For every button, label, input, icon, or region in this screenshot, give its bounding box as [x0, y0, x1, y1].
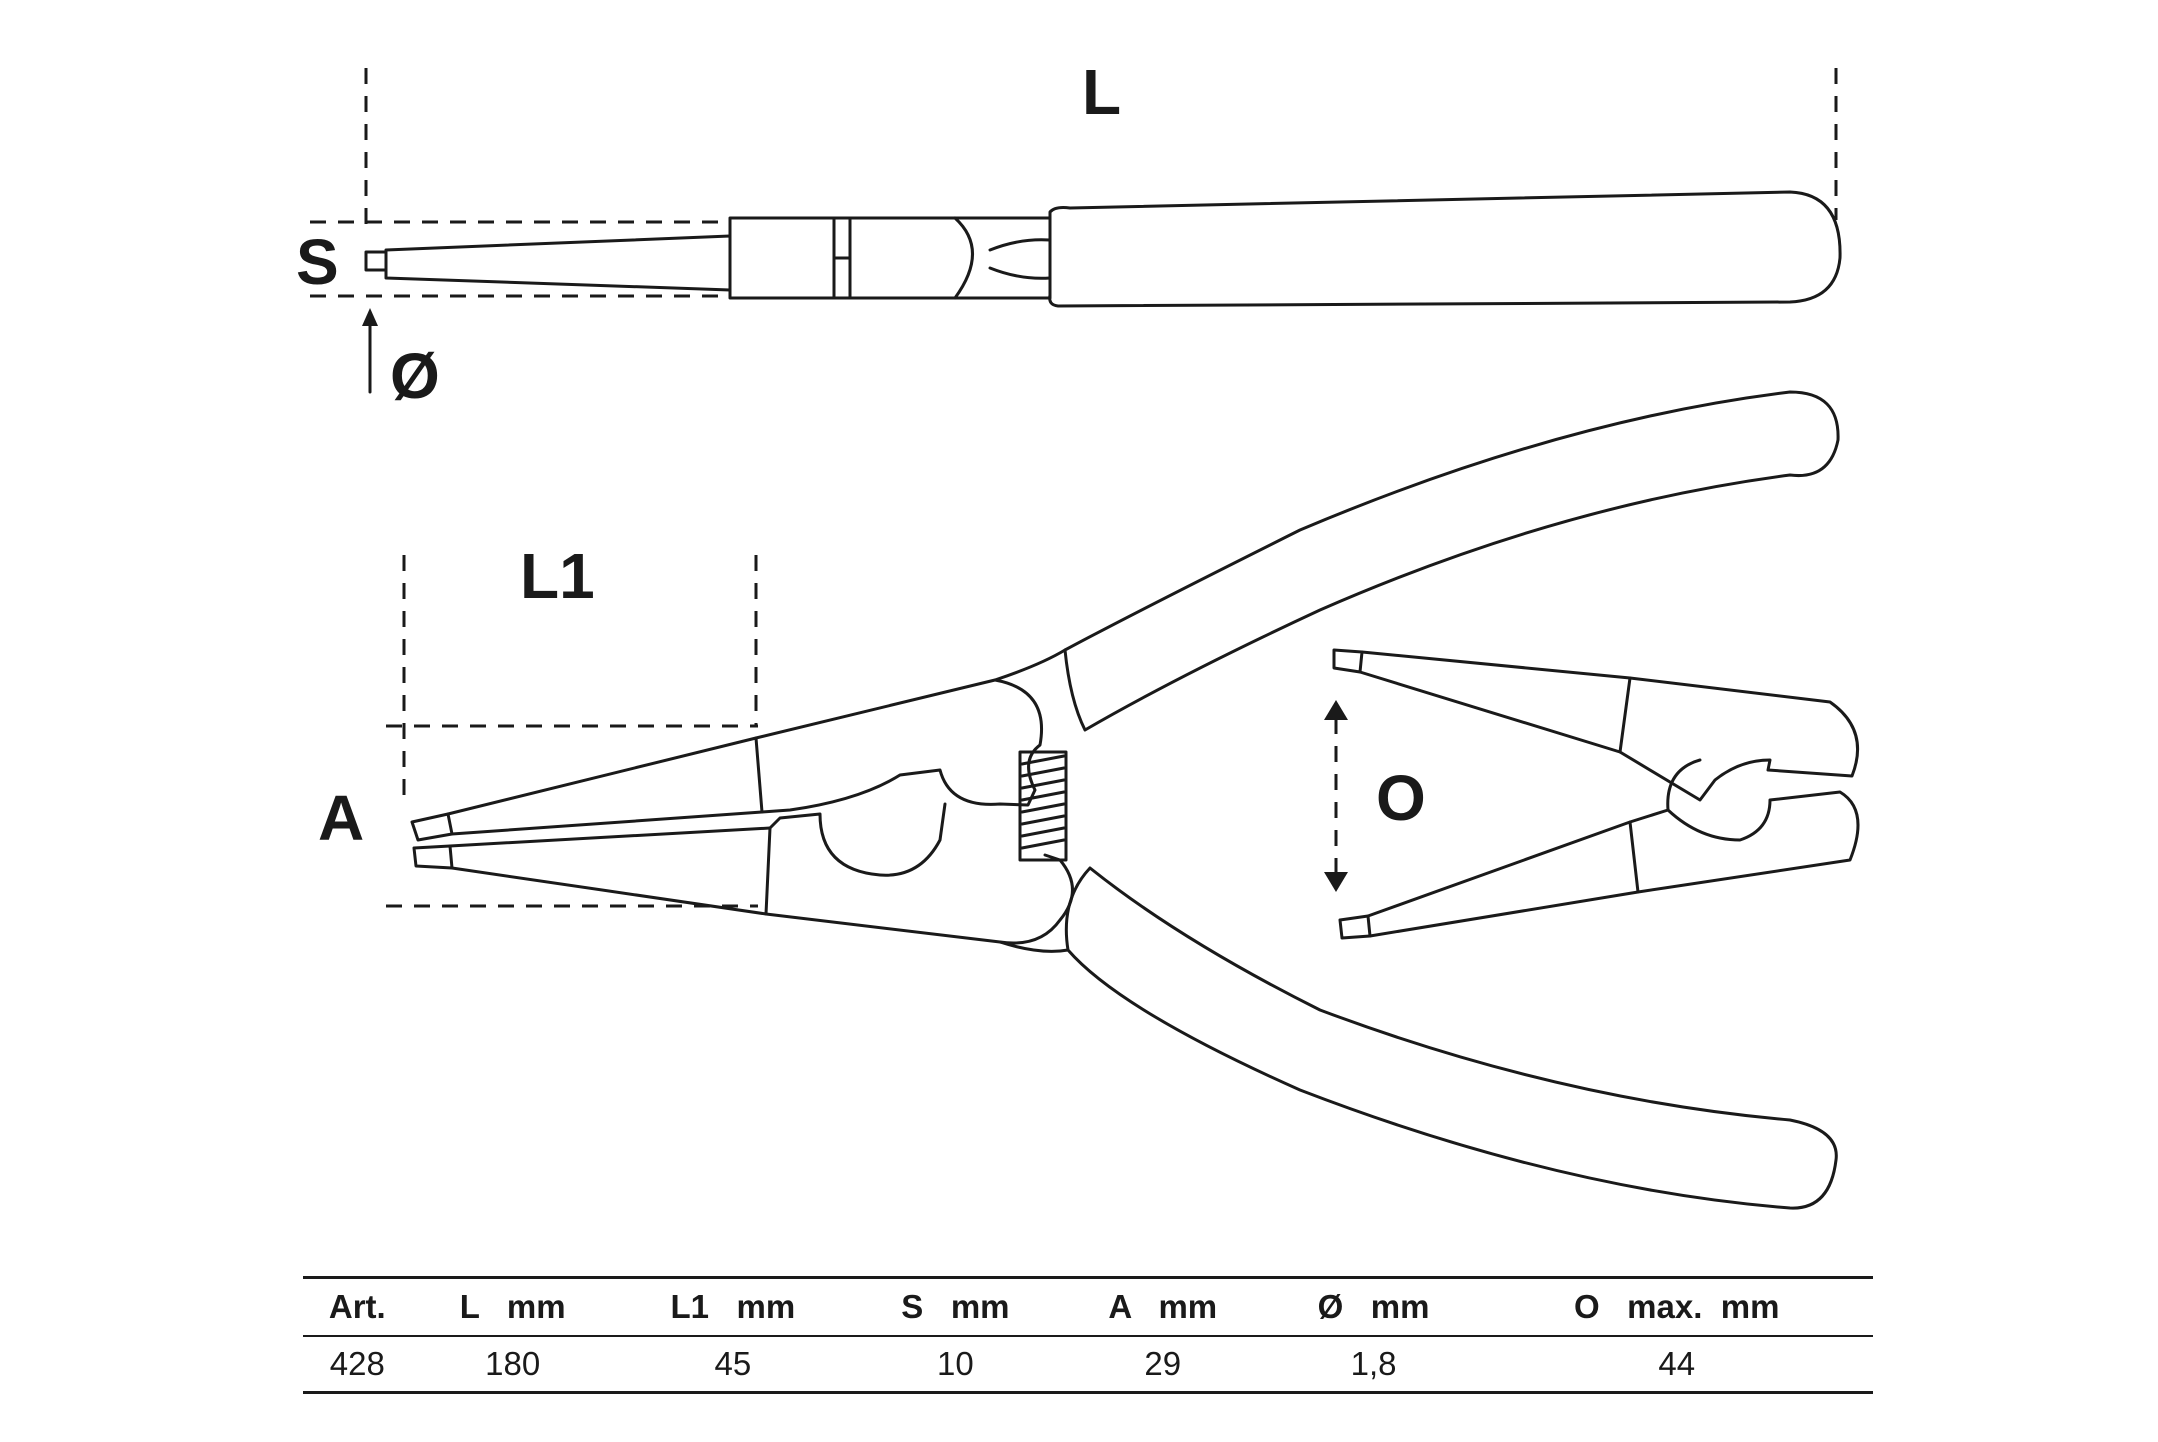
dimension-label-diameter: Ø	[390, 340, 440, 412]
cell-article: 428	[329, 1345, 385, 1382]
column-header-article: Art.	[328, 1288, 386, 1325]
table-row: 428 180 45 10 29 1,8 44	[303, 1336, 1873, 1393]
open-jaws-detail	[1324, 648, 1860, 940]
column-header-jaw-length: L1 mm	[670, 1288, 796, 1325]
cell-jaw-length: 45	[714, 1345, 752, 1382]
dimension-label-jaw-length: L1	[520, 540, 595, 612]
column-header-opening: O max. mm	[1574, 1288, 1780, 1325]
dimension-label-thickness: S	[296, 226, 339, 298]
dimension-label-opening: O	[1376, 762, 1426, 834]
pliers-top-view	[386, 390, 1840, 1210]
column-header-jaw-height: A mm	[1108, 1288, 1218, 1325]
dimension-label-jaw-height: A	[318, 782, 364, 854]
cell-thickness: 10	[937, 1345, 974, 1382]
column-header-thickness: S mm	[901, 1288, 1010, 1325]
dimension-label-length: L	[1082, 56, 1121, 128]
pliers-side-view	[310, 68, 1842, 394]
pliers-technical-drawing: L S Ø L1 A O	[296, 56, 1860, 1210]
cell-diameter: 1,8	[1350, 1345, 1397, 1382]
cell-length: 180	[485, 1345, 541, 1382]
cell-opening: 44	[1658, 1345, 1696, 1382]
table-header-row: Art. L mm L1 mm S mm A mm Ø mm O max. mm	[303, 1277, 1873, 1336]
specification-table: Art. L mm L1 mm S mm A mm Ø mm O max. mm…	[303, 1276, 1873, 1394]
column-header-length: L mm	[459, 1288, 566, 1325]
column-header-diameter: Ø mm	[1317, 1288, 1430, 1325]
cell-jaw-height: 29	[1144, 1345, 1182, 1382]
spring	[1018, 750, 1068, 862]
